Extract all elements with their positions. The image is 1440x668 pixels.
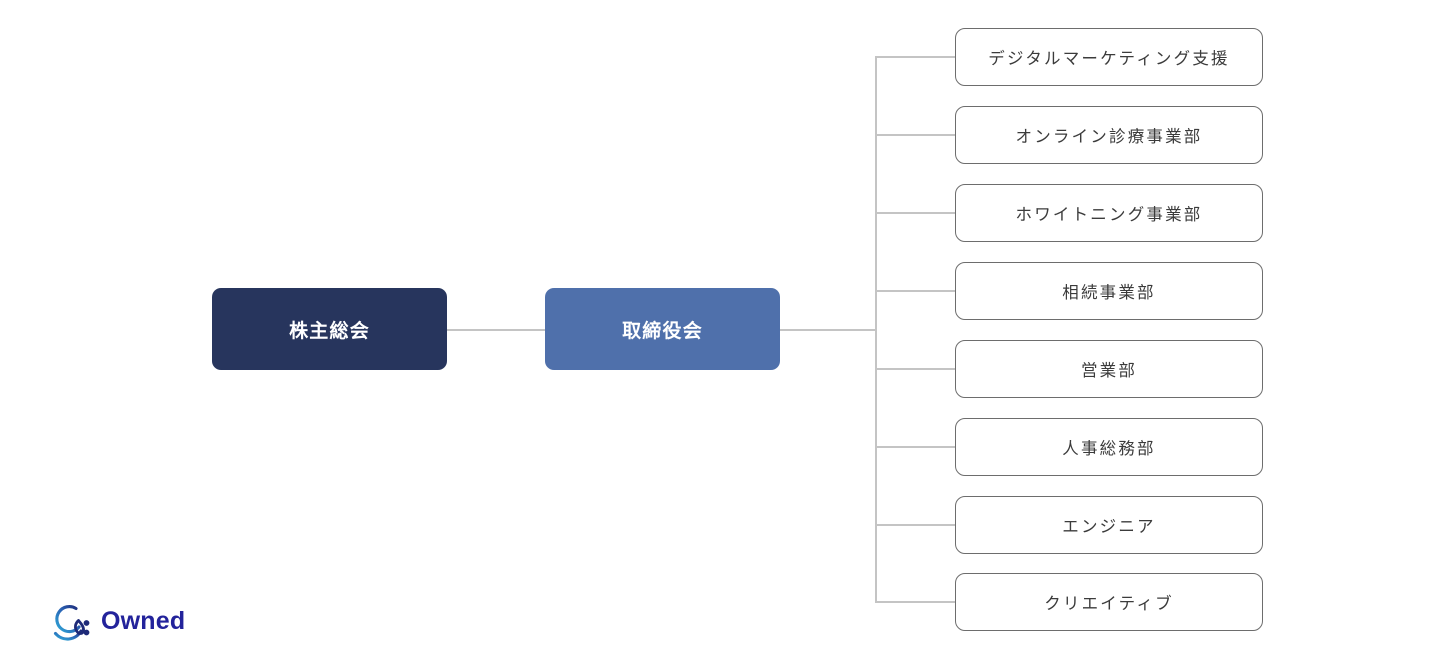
owned-swirl-mark [53,605,90,641]
branch-line-7 [875,524,955,526]
branch-line-6 [875,446,955,448]
node-board-of-directors-label: 取締役会 [622,320,703,342]
node-department-label: 営業部 [1080,362,1138,380]
node-shareholders-meeting-label: 株主総会 [289,320,370,342]
node-board-of-directors[interactable]: 取締役会 [545,288,780,370]
node-department-engineer[interactable]: エンジニア [955,496,1263,554]
branch-line-1 [875,56,955,58]
node-department-online-medical[interactable]: オンライン診療事業部 [955,106,1263,164]
node-department-label: 相続事業部 [1062,284,1156,302]
owned-logo: Owned [48,600,185,642]
node-department-inheritance[interactable]: 相続事業部 [955,262,1263,320]
node-department-label: デジタルマーケティング支援 [988,50,1230,68]
branch-line-8 [875,601,955,603]
connector-board-to-trunk [780,329,876,331]
node-department-label: 人事総務部 [1062,440,1156,458]
connector-root-to-board [447,329,545,331]
branch-line-2 [875,134,955,136]
branch-line-5 [875,368,955,370]
node-department-sales[interactable]: 営業部 [955,340,1263,398]
node-department-hr-general-affairs[interactable]: 人事総務部 [955,418,1263,476]
node-department-creative[interactable]: クリエイティブ [955,573,1263,631]
node-shareholders-meeting[interactable]: 株主総会 [212,288,447,370]
owned-wordmark: Owned [101,606,186,635]
node-department-digital-marketing[interactable]: デジタルマーケティング支援 [955,28,1263,86]
node-department-label: オンライン診療事業部 [1015,128,1203,146]
node-department-whitening[interactable]: ホワイトニング事業部 [955,184,1263,242]
node-department-label: エンジニア [1062,518,1156,536]
branch-line-3 [875,212,955,214]
connector-vertical-trunk [875,56,877,602]
branch-line-4 [875,290,955,292]
node-department-label: クリエイティブ [1044,595,1174,613]
node-department-label: ホワイトニング事業部 [1015,206,1203,224]
